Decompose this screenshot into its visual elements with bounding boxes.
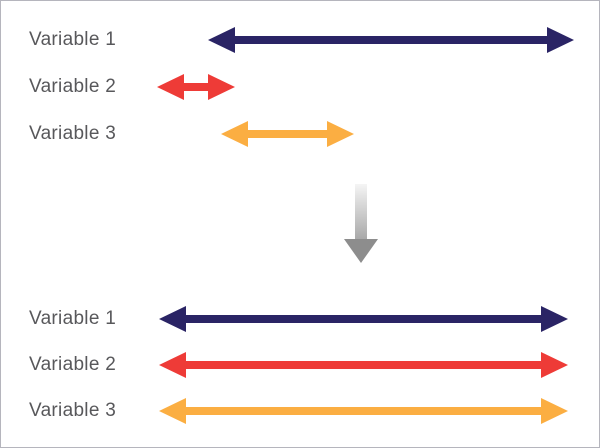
variable-2-range-arrow bbox=[157, 74, 235, 100]
down-arrow-head bbox=[344, 239, 378, 263]
variable-3-scaled-arrow bbox=[159, 398, 568, 424]
arrow-shaft bbox=[179, 83, 213, 91]
arrowhead-right-icon bbox=[541, 352, 568, 378]
variable-3-label: Variable 3 bbox=[29, 400, 117, 421]
variable-1-label: Variable 1 bbox=[29, 308, 117, 329]
arrowhead-right-icon bbox=[541, 398, 568, 424]
variable-2-label: Variable 2 bbox=[29, 354, 117, 375]
variable-1-label: Variable 1 bbox=[29, 29, 117, 50]
variable-1-range-arrow bbox=[208, 27, 574, 53]
down-arrow-shaft bbox=[355, 184, 367, 240]
variable-3-label: Variable 3 bbox=[29, 123, 117, 144]
variable-1-scaled-arrow bbox=[159, 306, 568, 332]
arrow-shaft bbox=[230, 36, 552, 44]
arrow-shaft bbox=[243, 130, 332, 138]
variable-3-range-arrow bbox=[221, 121, 354, 147]
down-arrow-icon bbox=[344, 184, 378, 263]
arrow-shaft bbox=[181, 361, 546, 369]
variable-2-scaled-arrow bbox=[159, 352, 568, 378]
arrowhead-right-icon bbox=[547, 27, 574, 53]
variable-2-label: Variable 2 bbox=[29, 76, 117, 97]
arrowhead-right-icon bbox=[327, 121, 354, 147]
arrowhead-right-icon bbox=[541, 306, 568, 332]
arrowhead-right-icon bbox=[208, 74, 235, 100]
arrow-shaft bbox=[181, 407, 546, 415]
arrow-shaft bbox=[181, 315, 546, 323]
